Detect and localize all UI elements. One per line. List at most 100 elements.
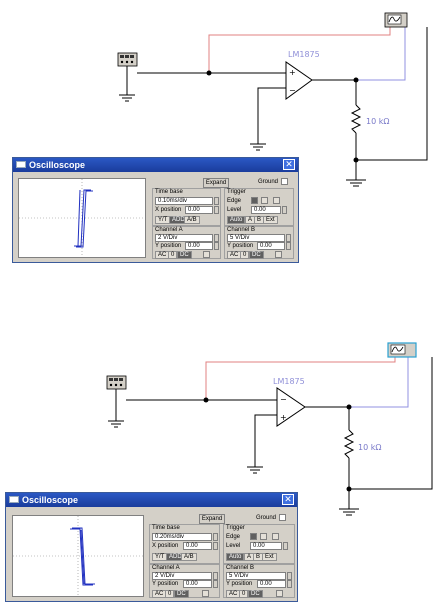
- channel-a-0-button[interactable]: 0: [165, 590, 175, 598]
- window-icon: [16, 161, 26, 168]
- resistor-label: 10 kΩ: [366, 117, 389, 126]
- channel-b-spinner[interactable]: [287, 572, 292, 580]
- oscilloscope-instrument-icon[interactable]: [387, 342, 417, 358]
- ground-checkbox[interactable]: [279, 514, 286, 521]
- xpos-value[interactable]: 0.00: [185, 206, 213, 214]
- channel-b-header: Channel B: [227, 227, 256, 233]
- timebase-value[interactable]: 0.20ms/div: [152, 533, 212, 541]
- channel-b-spinner[interactable]: [286, 234, 291, 242]
- channel-b-0-button[interactable]: 0: [240, 251, 250, 259]
- trigger-ext-button[interactable]: Ext: [262, 553, 277, 561]
- resistor[interactable]: [350, 104, 362, 134]
- channel-b-ypos-value[interactable]: 0.00: [257, 580, 286, 588]
- level-value[interactable]: 0.00: [251, 206, 281, 214]
- channel-b-dc-button[interactable]: DC: [249, 251, 264, 259]
- xpos-spinner[interactable]: [213, 542, 218, 550]
- resistor-label: 10 kΩ: [358, 443, 381, 452]
- level-spinner[interactable]: [283, 542, 288, 550]
- channel-b-0-button[interactable]: 0: [239, 590, 249, 598]
- channel-a-dc-button[interactable]: DC: [177, 251, 192, 259]
- channel-a-ypos-value[interactable]: 0.00: [185, 242, 213, 250]
- window-icon: [9, 496, 19, 503]
- timebase-spinner[interactable]: [213, 533, 218, 541]
- channel-b-group: Channel B 5 V/Div Y position 0.00 AC 0 D…: [223, 564, 295, 598]
- level-spinner[interactable]: [282, 206, 287, 214]
- expand-button[interactable]: Expand: [203, 178, 229, 188]
- trigger-ext-button[interactable]: Ext: [263, 216, 278, 224]
- channel-b-extra-icon[interactable]: [276, 590, 283, 597]
- channel-a-0-button[interactable]: 0: [168, 251, 178, 259]
- level-label: Level: [227, 207, 242, 213]
- oscilloscope-instrument-icon[interactable]: [384, 12, 408, 28]
- edge-rising-icon[interactable]: [250, 533, 257, 540]
- channel-b-value[interactable]: 5 V/Div: [227, 234, 285, 242]
- channel-b-ypos-spinner[interactable]: [287, 580, 292, 588]
- channel-a-extra-icon[interactable]: [202, 590, 209, 597]
- timebase-spinner[interactable]: [214, 197, 219, 205]
- level-label: Level: [226, 543, 241, 549]
- channel-a-spinner[interactable]: [213, 572, 218, 580]
- channel-a-ypos-value[interactable]: 0.00: [183, 580, 212, 588]
- close-icon[interactable]: ✕: [282, 494, 294, 505]
- oscilloscope-window-2: Oscilloscope ✕ Expand Ground Time base 0…: [5, 492, 298, 602]
- ab-button[interactable]: A/B: [181, 553, 197, 561]
- function-generator[interactable]: [117, 52, 138, 67]
- channel-b-ypos-label: Y position: [227, 243, 254, 249]
- channel-b-value[interactable]: 5 V/Div: [226, 572, 286, 580]
- window-title: Oscilloscope: [29, 160, 86, 170]
- expand-button[interactable]: Expand: [199, 514, 225, 524]
- ab-button[interactable]: A/B: [184, 216, 200, 224]
- trigger-auto-button[interactable]: Auto: [226, 553, 245, 561]
- channel-a-ypos-spinner[interactable]: [213, 580, 218, 588]
- edge-extra-icon[interactable]: [273, 197, 280, 204]
- trigger-group: Trigger Edge Level 0.00 Auto A B Ext: [223, 524, 295, 564]
- channel-a-dc-button[interactable]: DC: [174, 590, 189, 598]
- channel-b-extra-icon[interactable]: [275, 251, 282, 258]
- level-value[interactable]: 0.00: [250, 542, 282, 550]
- svg-text:−: −: [289, 86, 296, 95]
- opamp[interactable]: − +: [276, 387, 306, 427]
- edge-rising-icon[interactable]: [251, 197, 258, 204]
- timebase-group: Time base 0.20ms/div X position 0.00 Y/T…: [149, 524, 220, 564]
- opamp-label: LM1875: [288, 50, 320, 59]
- channel-a-extra-icon[interactable]: [203, 251, 210, 258]
- channel-b-dc-button[interactable]: DC: [248, 590, 263, 598]
- trigger-auto-button[interactable]: Auto: [227, 216, 246, 224]
- edge-extra-icon[interactable]: [272, 533, 279, 540]
- function-generator[interactable]: [106, 375, 127, 390]
- timebase-group: Time base 0.10ms/div X position 0.00 Y/T…: [152, 188, 221, 226]
- scope-screen: [12, 515, 144, 597]
- opamp[interactable]: + −: [285, 61, 313, 100]
- probe-wire-a: [208, 27, 391, 73]
- ground-label: Ground: [258, 179, 279, 185]
- edge-label: Edge: [227, 198, 242, 204]
- title-bar[interactable]: Oscilloscope ✕: [6, 493, 297, 507]
- oscilloscope-window-1: Oscilloscope ✕ Expand Ground Time base 0…: [12, 157, 299, 263]
- channel-a-header: Channel A: [152, 565, 180, 571]
- trigger-group: Trigger Edge Level 0.00 Auto A B Ext: [224, 188, 294, 226]
- channel-a-ypos-label: Y position: [152, 581, 179, 587]
- edge-falling-icon[interactable]: [260, 533, 267, 540]
- channel-a-group: Channel A 2 V/Div Y position 0.00 AC 0 D…: [152, 226, 221, 259]
- channel-a-value[interactable]: 2 V/Div: [152, 572, 212, 580]
- channel-a-spinner[interactable]: [214, 234, 219, 242]
- ground-checkbox[interactable]: [281, 178, 288, 185]
- channel-b-group: Channel B 5 V/Div Y position 0.00 AC 0 D…: [224, 226, 294, 259]
- timebase-value[interactable]: 0.10ms/div: [155, 197, 213, 205]
- xpos-value[interactable]: 0.00: [183, 542, 212, 550]
- resistor[interactable]: [343, 429, 355, 459]
- channel-a-ypos-spinner[interactable]: [214, 242, 219, 250]
- edge-falling-icon[interactable]: [261, 197, 268, 204]
- channel-b-ypos-spinner[interactable]: [286, 242, 291, 250]
- circuit-diagram-1: + − LM1875 10 kΩ: [117, 12, 428, 187]
- channel-a-value[interactable]: 2 V/Div: [155, 234, 213, 242]
- close-icon[interactable]: ✕: [283, 159, 295, 170]
- junction-input: [203, 397, 209, 403]
- title-bar[interactable]: Oscilloscope ✕: [13, 158, 298, 172]
- channel-a-header: Channel A: [155, 227, 183, 233]
- channel-b-header: Channel B: [226, 565, 255, 571]
- channel-b-ypos-value[interactable]: 0.00: [257, 242, 285, 250]
- xpos-spinner[interactable]: [214, 206, 219, 214]
- channel-a-group: Channel A 2 V/Div Y position 0.00 AC 0 D…: [149, 564, 220, 598]
- xpos-label: X position: [155, 207, 182, 213]
